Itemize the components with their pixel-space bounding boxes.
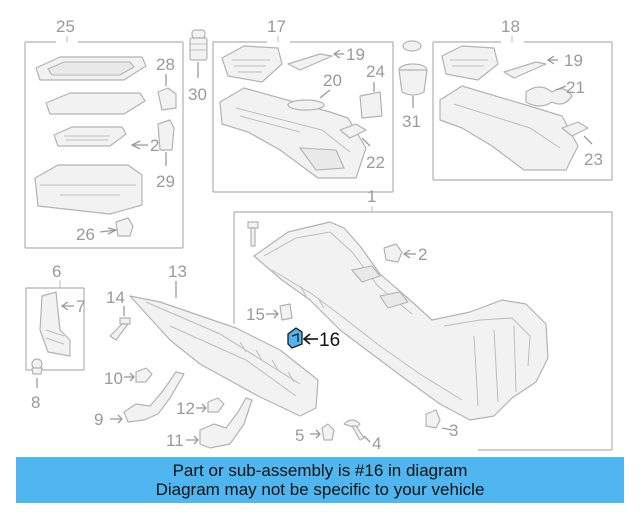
console-body-1 [253, 221, 549, 421]
part-info-banner: Part or sub-assembly is #16 in diagram D… [16, 457, 624, 503]
bracket-9 [123, 371, 185, 423]
callout-12: 12 [176, 399, 195, 418]
callout-2: 2 [418, 245, 427, 264]
bracket-6 [39, 291, 71, 357]
callout-21: 21 [566, 78, 585, 97]
callout-22: 22 [366, 153, 385, 172]
callout-9: 9 [94, 410, 103, 429]
part-4: 4 [343, 419, 381, 453]
callout-14: 14 [106, 288, 125, 307]
banner-line-2: Diagram may not be specific to your vehi… [155, 480, 485, 499]
highlighted-part-16[interactable]: 16 [287, 327, 340, 351]
callout-15: 15 [246, 305, 265, 324]
console-bin [34, 164, 143, 215]
callout-5: 5 [295, 426, 304, 445]
callout-20: 20 [323, 71, 342, 90]
callout-17: 17 [267, 17, 286, 36]
part-9: 9 [94, 371, 185, 429]
shifter-bezel [221, 45, 283, 83]
callout-23: 23 [584, 150, 603, 169]
group-1: 1 2 15 3 [233, 187, 613, 451]
callout-30: 30 [188, 85, 207, 104]
callout-31: 31 [402, 112, 421, 131]
clip-15 [279, 303, 293, 321]
clip-26 [115, 217, 134, 237]
callout-13: 13 [168, 262, 187, 281]
part-13: 13 [129, 262, 319, 417]
cupholder-21 [525, 86, 573, 107]
striker-29 [157, 119, 175, 151]
callout-8: 8 [31, 393, 40, 412]
part-30: 30 [188, 29, 208, 104]
clip-2 [383, 243, 403, 263]
callout-16: 16 [319, 330, 340, 351]
banner-line-1: Part or sub-assembly is #16 in diagram [172, 461, 468, 480]
trim-strip-19a [287, 53, 333, 71]
callout-29: 29 [156, 172, 175, 191]
callout-28: 28 [156, 55, 175, 74]
group-25: 25 26 28 27 29 [24, 17, 184, 249]
group-18: 18 19 21 23 [432, 17, 613, 181]
clip-16[interactable] [287, 327, 303, 349]
callout-10: 10 [104, 369, 123, 388]
part-8: 8 [31, 358, 43, 412]
mat-22 [339, 123, 367, 139]
callout-11: 11 [166, 431, 184, 450]
callout-7: 7 [76, 297, 85, 316]
part-5: 5 [295, 423, 335, 445]
shifter-bezel-2 [441, 45, 499, 81]
callout-19b: 19 [564, 51, 583, 70]
group-6: 6 7 [25, 262, 85, 371]
part-31: 31 [398, 40, 428, 131]
trim-strip-19b [503, 61, 547, 79]
group-17: 17 19 20 24 22 [212, 17, 394, 193]
callout-19a: 19 [346, 45, 365, 64]
part-11: 11 [166, 397, 253, 450]
armrest-pad [45, 92, 146, 115]
mat-23 [561, 121, 589, 137]
clip-3 [425, 409, 441, 429]
callout-1: 1 [367, 187, 376, 206]
callout-25: 25 [56, 17, 75, 36]
callout-18: 18 [501, 17, 520, 36]
parts-diagram: 25 26 28 27 29 30 [24, 17, 613, 453]
cup-insert-20 [287, 99, 325, 111]
console-upper-2 [439, 85, 579, 171]
callout-26: 26 [76, 225, 95, 244]
bracket-11 [199, 397, 253, 449]
part-10: 10 [104, 367, 153, 388]
callout-4: 4 [372, 434, 381, 453]
side-panel-13 [129, 295, 319, 417]
part-12: 12 [176, 397, 225, 418]
bracket-24 [359, 91, 383, 119]
callout-24: 24 [366, 62, 385, 81]
callout-6: 6 [52, 262, 61, 281]
latch-28 [157, 87, 177, 111]
part-14: 14 [106, 288, 131, 341]
callout-3: 3 [449, 421, 458, 440]
